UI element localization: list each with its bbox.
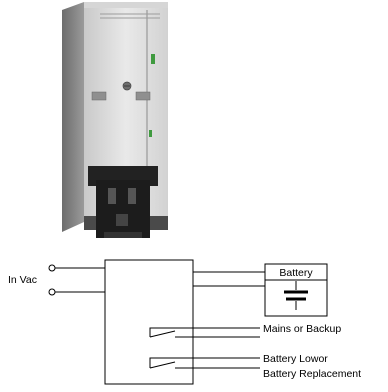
relay-label-battery-low: Battery Lowor — [263, 353, 328, 365]
device-groove — [146, 10, 148, 225]
relay-label-mains-backup: Mains or Backup — [263, 323, 341, 335]
battery-label: Battery — [279, 267, 313, 279]
relay-label-battery-replacement: Battery Replacement — [263, 368, 361, 380]
device-side-panel — [62, 2, 84, 232]
module-box — [104, 259, 194, 385]
relay-battery-low — [149, 357, 260, 369]
device-photo — [62, 2, 168, 238]
connector-tab-left — [91, 91, 107, 101]
din-rail-clip — [88, 166, 158, 238]
wiring-diagram — [48, 259, 328, 385]
connector-tab-right — [135, 91, 151, 101]
input-label: In Vac — [8, 274, 37, 286]
top-vents — [100, 13, 160, 19]
relay-mains-backup — [149, 327, 260, 338]
input-terminal-1 — [48, 264, 56, 272]
input-terminal-2 — [48, 288, 56, 296]
battery-box — [264, 263, 328, 317]
status-led-top — [151, 54, 155, 64]
status-led-middle — [149, 130, 152, 137]
